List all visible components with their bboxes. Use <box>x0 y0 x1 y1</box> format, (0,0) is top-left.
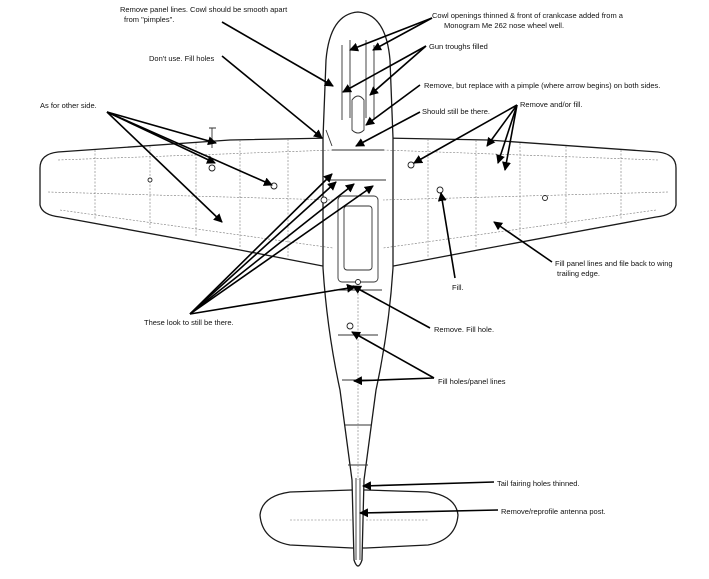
label-tail-fairing: Tail fairing holes thinned. <box>497 479 580 488</box>
wing-left <box>39 137 334 269</box>
arrow-remove-fill-1 <box>413 104 518 164</box>
fill-holes <box>147 161 548 330</box>
label-other-side: As for other side. <box>40 101 97 110</box>
arrow-other-side-1 <box>106 111 217 146</box>
label-fill: Fill. <box>452 283 464 292</box>
arrow-still-there-2 <box>189 181 337 315</box>
arrow-remove-pimple <box>365 84 421 126</box>
arrow-remove-fill-3 <box>496 104 518 164</box>
arrow-gun-troughs-1 <box>342 45 427 93</box>
annotation-labels: Remove panel lines. Cowl should be smoot… <box>40 5 675 516</box>
arrow-remove-fill-4 <box>502 104 518 171</box>
arrow-antenna-post <box>359 508 499 518</box>
wing-right <box>382 137 677 269</box>
arrow-tail-fairing <box>362 481 495 491</box>
arrow-remove-fill-2 <box>486 104 518 147</box>
arrow-still-there-4 <box>189 185 374 315</box>
arrow-should-still <box>355 111 421 147</box>
arrow-still-there-3 <box>189 183 355 315</box>
arrow-other-side-4 <box>106 111 223 223</box>
label-remove-pimple: Remove, but replace with a pimple (where… <box>424 81 660 90</box>
label-should-still: Should still be there. <box>422 107 490 116</box>
arrow-cowl-openings-1 <box>372 17 433 51</box>
arrows <box>106 17 553 518</box>
label-still-there: These look to still be there. <box>144 318 234 327</box>
arrow-dont-use <box>221 55 323 139</box>
arrow-fill-trailing <box>493 221 553 263</box>
label-remove-fill-hole: Remove. Fill hole. <box>434 325 494 334</box>
arrow-cowl-openings-2 <box>349 17 433 52</box>
label-fill-holes-panel: Fill holes/panel lines <box>438 377 506 386</box>
label-dont-use: Don't use. Fill holes <box>149 54 214 63</box>
arrow-fill <box>437 192 456 279</box>
label-antenna-post: Remove/reprofile antenna post. <box>501 507 606 516</box>
label-gun-troughs: Gun troughs filled <box>429 42 488 51</box>
arrow-still-there-5 <box>189 283 356 315</box>
arrow-still-there-1 <box>189 173 333 315</box>
left-wing-root-fitting <box>325 129 333 147</box>
label-remove-fill: Remove and/or fill. <box>520 100 583 109</box>
arrow-cowl-panel-lines <box>221 21 334 87</box>
arrow-remove-fill-hole <box>352 285 431 329</box>
label-cowl-openings: Cowl openings thinned & front of crankca… <box>432 11 625 30</box>
arrow-fill-holes-panel-1 <box>351 331 435 379</box>
label-cowl-panel-lines: Remove panel lines. Cowl should be smoot… <box>120 5 289 24</box>
arrow-gun-troughs-2 <box>369 45 427 96</box>
label-fill-trailing: Fill panel lines and file back to wing t… <box>555 259 675 278</box>
arrow-other-side-3 <box>106 111 273 186</box>
arrow-fill-holes-panel-2 <box>353 376 435 386</box>
wing-panel-lines <box>47 139 669 258</box>
